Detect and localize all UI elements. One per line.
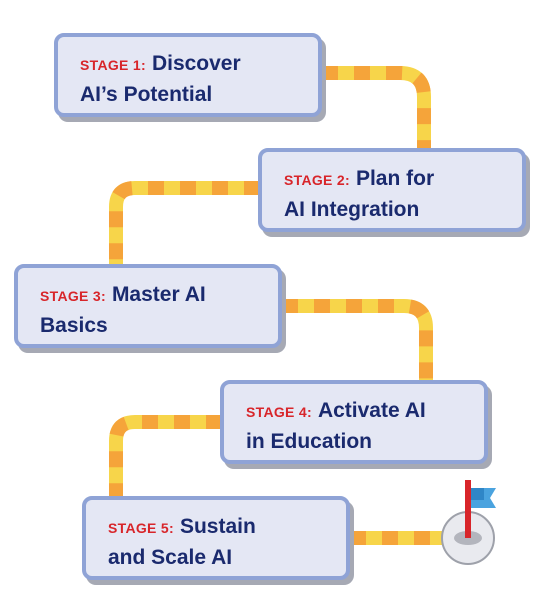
stage-4-label: STAGE 4: bbox=[246, 404, 312, 420]
stage-3-label: STAGE 3: bbox=[40, 288, 106, 304]
stage-3-title-line1: Master AI bbox=[111, 283, 206, 306]
stage-4-card: STAGE 4: Activate AI in Education bbox=[220, 380, 488, 464]
stage-1-title-line1: Discover bbox=[151, 52, 241, 75]
stage-2-title-line1: Plan for bbox=[355, 167, 435, 190]
stage-4-title-line1: Activate AI bbox=[317, 399, 426, 422]
stage-5-title-line1: Sustain bbox=[179, 515, 256, 538]
stage-5-card: STAGE 5: Sustain and Scale AI bbox=[82, 496, 350, 580]
stage-1-label: STAGE 1: bbox=[80, 57, 146, 73]
stage-2-card: STAGE 2: Plan for AI Integration bbox=[258, 148, 526, 232]
stage-3-title-line2: Basics bbox=[40, 314, 108, 337]
stage-4-title-line2: in Education bbox=[246, 430, 372, 453]
stage-2-label: STAGE 2: bbox=[284, 172, 350, 188]
stage-1-card: STAGE 1: Discover AI’s Potential bbox=[54, 33, 322, 117]
finish-flag-icon bbox=[441, 480, 496, 565]
stage-3-card: STAGE 3: Master AI Basics bbox=[14, 264, 282, 348]
stage-2-title-line2: AI Integration bbox=[284, 198, 420, 221]
stage-5-label: STAGE 5: bbox=[108, 520, 174, 536]
stage-5-title-line2: and Scale AI bbox=[108, 546, 233, 569]
stage-1-title-line2: AI’s Potential bbox=[80, 83, 213, 106]
